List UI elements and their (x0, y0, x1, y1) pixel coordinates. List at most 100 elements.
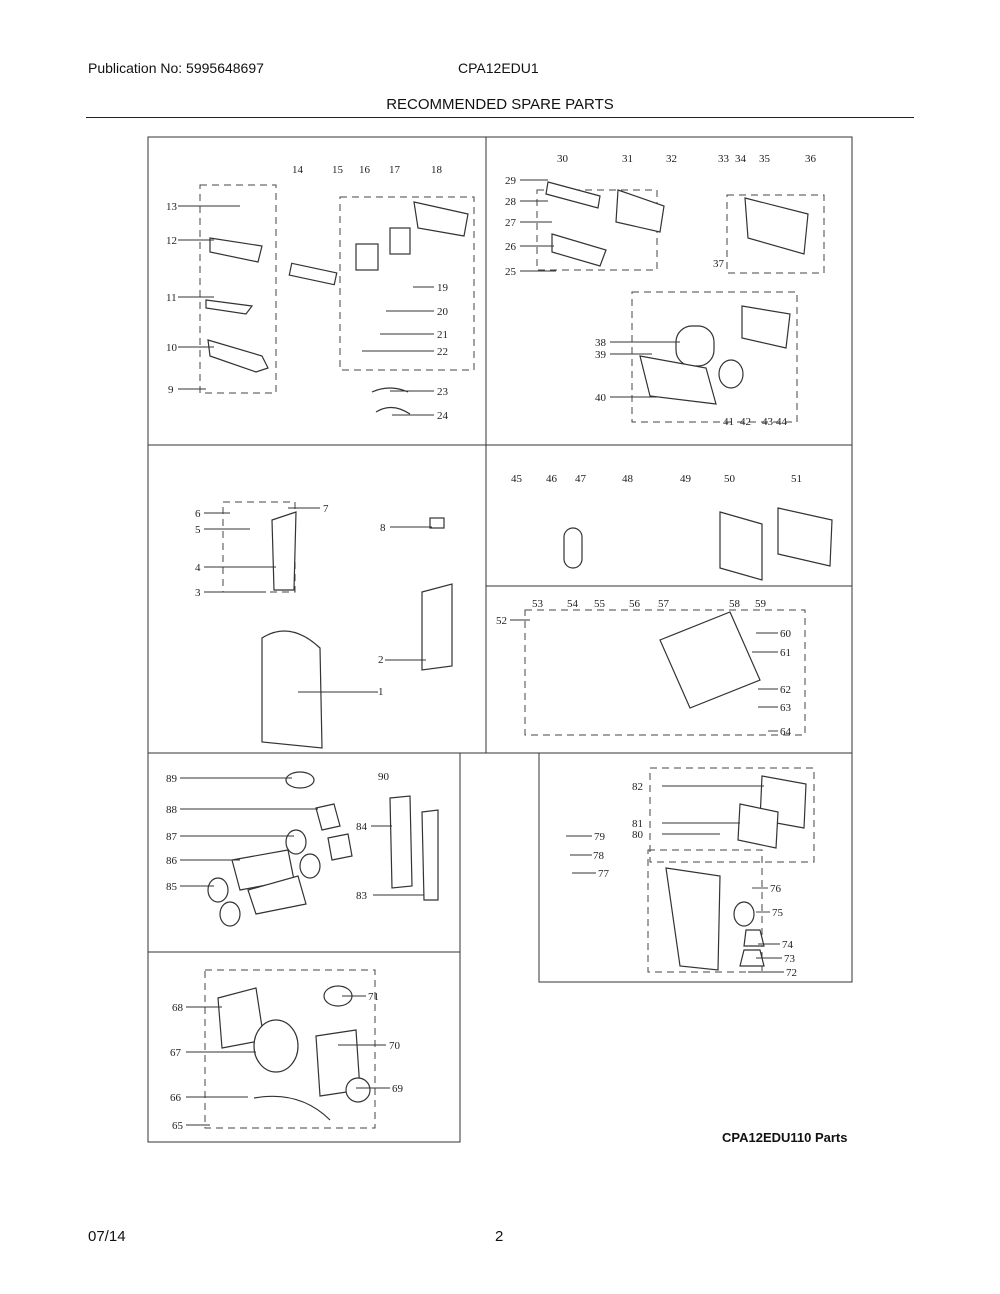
footer-date: 07/14 (88, 1228, 126, 1245)
part-label-50: 50 (724, 473, 736, 485)
part-label-85: 85 (166, 881, 178, 893)
part-label-47: 47 (575, 473, 587, 485)
part-label-44: 44 (776, 416, 788, 428)
part-label-74: 74 (782, 939, 794, 951)
part-label-67: 67 (170, 1047, 182, 1059)
panel-frame-lower-left (147, 752, 461, 1143)
part-label-43: 43 (762, 416, 774, 428)
part-label-53: 53 (532, 598, 544, 610)
part-label-22: 22 (437, 346, 448, 358)
part-label-64: 64 (780, 726, 792, 738)
part-label-38: 38 (595, 337, 607, 349)
part-label-87: 87 (166, 831, 178, 843)
part-label-82: 82 (632, 781, 643, 793)
part-label-3: 3 (195, 587, 201, 599)
part-label-55: 55 (594, 598, 606, 610)
part-label-2: 2 (378, 654, 384, 666)
part-label-68: 68 (172, 1002, 184, 1014)
part-label-31: 31 (622, 153, 633, 165)
part-label-54: 54 (567, 598, 579, 610)
part-label-33: 33 (718, 153, 730, 165)
part-label-7: 7 (323, 503, 329, 515)
part-label-40: 40 (595, 392, 607, 404)
part-label-17: 17 (389, 164, 401, 176)
part-label-32: 32 (666, 153, 677, 165)
part-label-70: 70 (389, 1040, 401, 1052)
part-label-62: 62 (780, 684, 791, 696)
part-label-78: 78 (593, 850, 605, 862)
part-label-66: 66 (170, 1092, 182, 1104)
part-label-11: 11 (166, 292, 177, 304)
part-label-48: 48 (622, 473, 634, 485)
part-label-19: 19 (437, 282, 449, 294)
part-label-63: 63 (780, 702, 792, 714)
part-label-13: 13 (166, 201, 178, 213)
part-label-86: 86 (166, 855, 178, 867)
part-label-4: 4 (195, 562, 201, 574)
part-label-65: 65 (172, 1120, 184, 1132)
publication-number: Publication No: 5995648697 (88, 60, 264, 76)
part-label-46: 46 (546, 473, 558, 485)
part-label-84: 84 (356, 821, 368, 833)
part-label-30: 30 (557, 153, 569, 165)
part-label-81: 81 (632, 818, 643, 830)
part-label-28: 28 (505, 196, 517, 208)
part-label-27: 27 (505, 217, 517, 229)
part-label-75: 75 (772, 907, 784, 919)
part-label-24: 24 (437, 410, 449, 422)
part-label-88: 88 (166, 804, 178, 816)
title-rule (86, 117, 914, 118)
part-label-6: 6 (195, 508, 201, 520)
part-label-39: 39 (595, 349, 607, 361)
part-label-34: 34 (735, 153, 747, 165)
part-label-76: 76 (770, 883, 782, 895)
part-label-21: 21 (437, 329, 448, 341)
part-label-61: 61 (780, 647, 791, 659)
diagram-caption: CPA12EDU110 Parts (722, 1130, 848, 1145)
part-label-12: 12 (166, 235, 177, 247)
part-label-49: 49 (680, 473, 692, 485)
part-label-23: 23 (437, 386, 449, 398)
part-label-58: 58 (729, 598, 741, 610)
part-label-20: 20 (437, 306, 449, 318)
part-label-73: 73 (784, 953, 796, 965)
part-label-26: 26 (505, 241, 517, 253)
part-label-37: 37 (713, 258, 725, 270)
part-label-9: 9 (168, 384, 174, 396)
part-label-35: 35 (759, 153, 771, 165)
part-label-8: 8 (380, 522, 386, 534)
part-label-71: 71 (368, 991, 379, 1003)
part-label-89: 89 (166, 773, 178, 785)
part-label-18: 18 (431, 164, 443, 176)
part-label-14: 14 (292, 164, 304, 176)
part-label-60: 60 (780, 628, 792, 640)
page-title: RECOMMENDED SPARE PARTS (386, 96, 614, 113)
part-label-15: 15 (332, 164, 344, 176)
part-label-29: 29 (505, 175, 517, 187)
part-label-69: 69 (392, 1083, 404, 1095)
part-label-80: 80 (632, 829, 644, 841)
part-label-72: 72 (786, 967, 797, 979)
page-number: 2 (495, 1228, 504, 1245)
part-label-90: 90 (378, 771, 390, 783)
part-label-41: 41 (723, 416, 734, 428)
model-number: CPA12EDU1 (458, 60, 539, 76)
part-label-42: 42 (740, 416, 751, 428)
part-label-77: 77 (598, 868, 610, 880)
part-label-52: 52 (496, 615, 507, 627)
part-label-57: 57 (658, 598, 670, 610)
part-label-83: 83 (356, 890, 368, 902)
part-label-56: 56 (629, 598, 641, 610)
part-label-45: 45 (511, 473, 523, 485)
part-label-79: 79 (594, 831, 606, 843)
panel-frame-lower-right (538, 752, 853, 983)
part-label-16: 16 (359, 164, 371, 176)
part-label-51: 51 (791, 473, 802, 485)
part-label-25: 25 (505, 266, 517, 278)
part-label-36: 36 (805, 153, 817, 165)
part-label-59: 59 (755, 598, 767, 610)
part-label-5: 5 (195, 524, 201, 536)
part-label-1: 1 (378, 686, 384, 698)
part-label-10: 10 (166, 342, 178, 354)
